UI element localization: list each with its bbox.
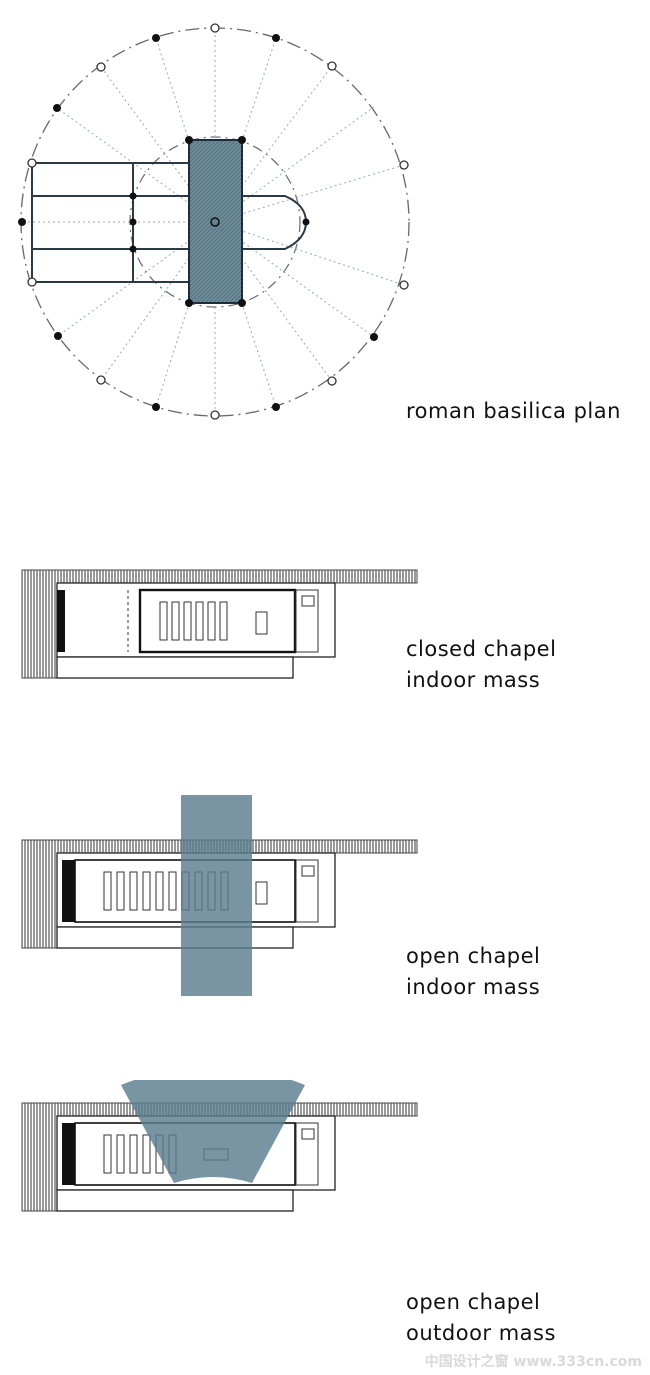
watermark: 中国设计之窗 www.333cn.com (424, 1354, 642, 1370)
roman-basilica-plan-diagram (18, 23, 410, 420)
label-line: indoor mass (406, 975, 541, 999)
label-roman-basilica: roman basilica plan (406, 396, 621, 427)
closed-chapel-plan (21, 569, 418, 679)
plan-nodes (18, 34, 378, 411)
label-closed-chapel: closed chapel indoor mass (406, 634, 556, 696)
mass-overlay (121, 1080, 305, 1183)
transept-block (188, 139, 243, 304)
pews (159, 601, 228, 641)
label-open-chapel-indoor: open chapel indoor mass (406, 941, 540, 1003)
label-line: closed chapel (406, 637, 557, 661)
altar (255, 611, 268, 635)
label-line: indoor mass (406, 668, 541, 692)
label-line: roman basilica plan (406, 399, 621, 423)
label-line: open chapel (406, 944, 541, 968)
label-line: open chapel (406, 1290, 541, 1314)
label-open-chapel-outdoor: open chapel outdoor mass (406, 1287, 556, 1349)
altar (255, 881, 268, 905)
radial-lines (22, 28, 405, 415)
open-chapel-indoor-plan (21, 795, 418, 996)
mass-overlay (181, 795, 252, 996)
plan-open-nodes (27, 23, 409, 420)
open-chapel-outdoor-plan (21, 1080, 418, 1212)
label-line: outdoor mass (406, 1321, 556, 1345)
